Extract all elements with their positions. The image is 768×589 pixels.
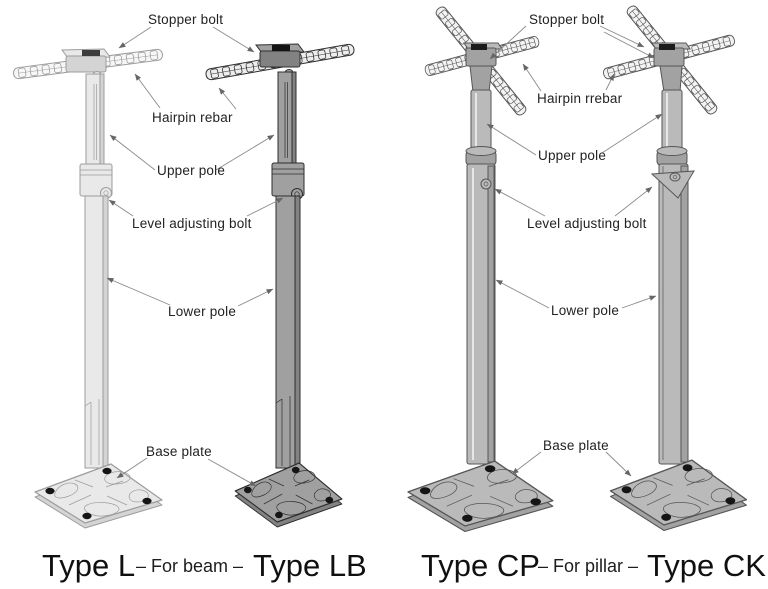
base-plate-shape — [610, 460, 747, 531]
leader-line — [522, 63, 542, 92]
lower-pole-side — [487, 165, 495, 463]
stopper-bolt-insert — [471, 44, 487, 50]
leader-line — [614, 186, 653, 217]
leader-lines — [106, 25, 663, 487]
leader-line — [109, 134, 156, 171]
leader-line — [118, 26, 152, 49]
leader-line — [212, 26, 255, 53]
leader-line — [108, 199, 134, 217]
base-plate-shape — [35, 464, 162, 528]
level-adjusting-bolt-shape — [669, 172, 681, 182]
label-upper-pole-left: Upper pole — [157, 163, 226, 178]
type-l-illustration — [12, 48, 164, 528]
upper-pole-shape — [470, 89, 492, 153]
leader-line — [603, 31, 655, 59]
base-plate-shape — [408, 461, 553, 532]
stopper-head-front — [465, 47, 497, 67]
type-lb-illustration — [205, 43, 355, 527]
label-level-adjusting-bolt-right: Level adjusting bolt — [527, 216, 647, 231]
label-upper-pole-right: Upper pole — [538, 148, 607, 163]
leader-line — [605, 73, 615, 91]
caption-type-l: Type L — [42, 548, 136, 583]
leader-line — [601, 113, 663, 154]
leader-line — [134, 73, 161, 109]
lower-pole-side — [102, 195, 109, 469]
upper-pole-shape — [661, 89, 683, 153]
caption-for-pillar: – For pillar – — [538, 556, 639, 576]
caption-type-cp: Type CP — [421, 548, 540, 583]
caption-for-beam: – For beam – — [136, 556, 244, 576]
label-lower-pole-right: Lower pole — [551, 303, 620, 318]
label-stopper-bolt-left: Stopper bolt — [148, 12, 224, 27]
label-base-plate-right: Base plate — [543, 438, 609, 453]
stopper-head-front — [259, 50, 301, 68]
leader-line — [495, 279, 550, 309]
stopper-head-front — [653, 47, 685, 67]
stopper-head-front — [65, 55, 107, 73]
type-cp-illustration — [408, 5, 553, 532]
leader-line — [486, 123, 537, 156]
stopper-bolt-insert — [659, 44, 675, 50]
upper-pole-side — [291, 71, 297, 166]
head-bracket — [659, 65, 683, 93]
leader-line — [599, 25, 645, 48]
label-hairpin-rebar-left: Hairpin rebar — [152, 110, 233, 125]
label-level-adjusting-bolt-left: Level adjusting bolt — [132, 216, 252, 231]
upper-pole-side — [99, 73, 105, 168]
leader-line — [605, 451, 632, 477]
leader-line — [106, 277, 171, 306]
leader-line — [116, 457, 148, 479]
type-ck-illustration — [602, 4, 747, 531]
lower-pole-side — [680, 165, 689, 463]
leader-line — [621, 295, 657, 309]
label-stopper-bolt-right: Stopper bolt — [529, 12, 605, 27]
leader-line — [246, 197, 284, 217]
head-bracket — [469, 65, 493, 93]
caption-type-ck: Type CK — [647, 548, 766, 583]
leader-line — [489, 25, 527, 60]
label-lower-pole-left: Lower pole — [168, 304, 237, 319]
stopper-bolt-insert — [272, 45, 290, 51]
leader-line — [215, 134, 275, 171]
gusset-plate — [650, 170, 695, 199]
leader-line — [218, 87, 237, 110]
label-hairpin-rebar-right: Hairpin rrebar — [537, 91, 623, 106]
stopper-bolt-insert — [82, 50, 100, 56]
leader-line — [207, 458, 257, 487]
label-base-plate-left: Base plate — [146, 444, 212, 459]
leader-line — [511, 451, 542, 475]
base-plate-shape — [235, 463, 342, 527]
leader-line — [237, 288, 274, 307]
caption-type-lb: Type LB — [253, 548, 367, 583]
lower-pole-side — [294, 195, 301, 469]
level-adjusting-bolt-shape — [480, 178, 492, 190]
leader-line — [494, 188, 546, 217]
